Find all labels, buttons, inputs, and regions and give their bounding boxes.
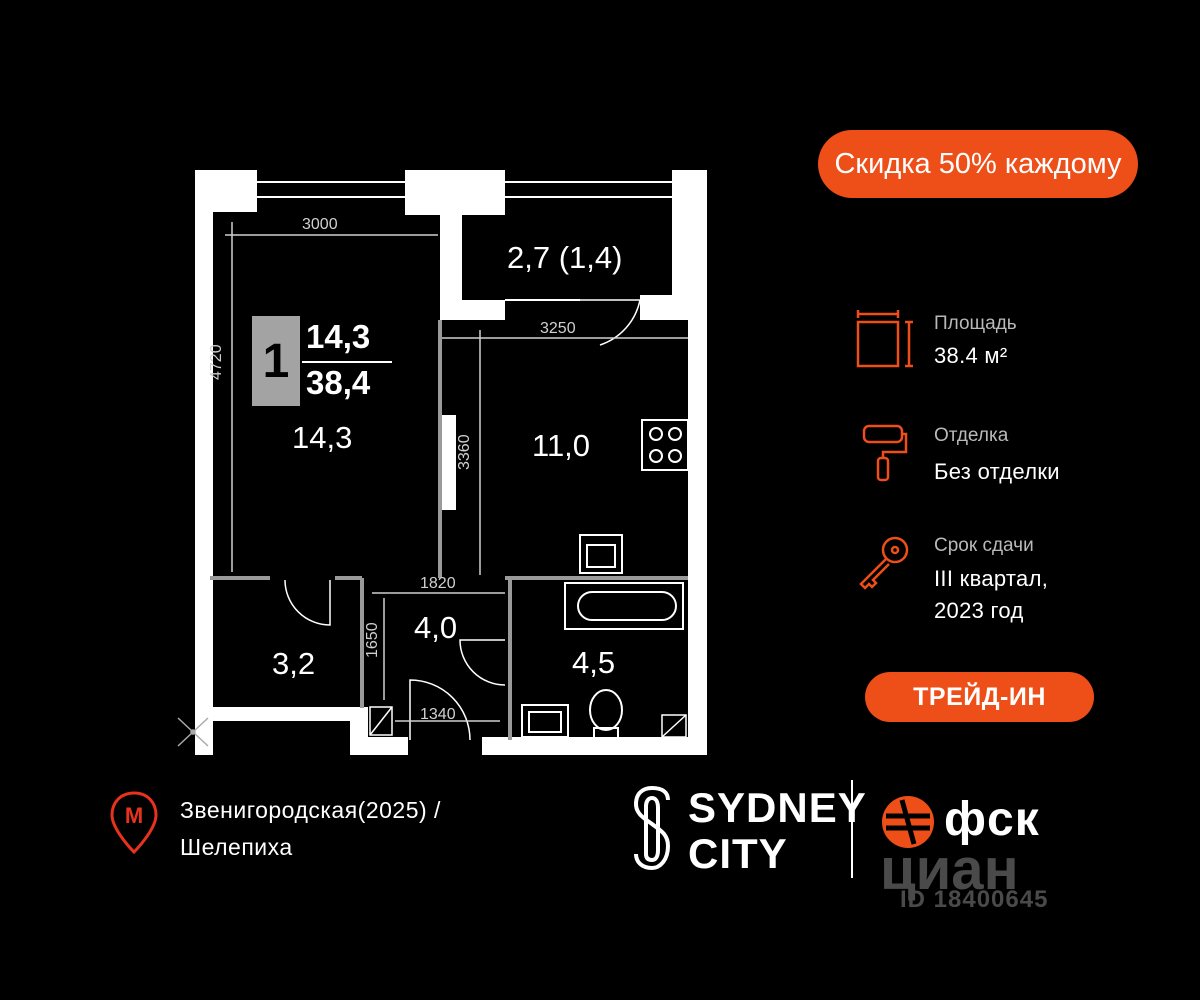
svg-text:М: М [125,803,143,828]
watermark-site: циан [880,837,1019,902]
room-living-area: 14,3 [292,420,353,455]
toilet-icon [589,689,623,739]
floor-area-icon [856,310,913,368]
sydney-city-logo-icon [633,785,671,871]
stove-icon [641,419,689,471]
area-label: Площадь [934,313,1017,334]
badge-divider [302,361,392,363]
bathtub-icon [564,582,684,630]
bathroom-sink-icon [521,704,569,738]
room-bathroom-area: 4,5 [572,645,616,680]
room-kitchen-area: 11,0 [532,428,591,463]
metro-line2: Шелепиха [180,834,293,860]
finish-label: Отделка [934,425,1009,446]
dimension-lines [225,222,688,722]
walls [195,170,707,755]
doors [284,299,641,741]
metro-pin-icon: М [110,791,158,855]
badge-total-area: 38,4 [306,364,371,401]
room-balcony-area: 2,7 (1,4) [507,240,623,275]
fsk-logo-icon [882,796,934,848]
dim-hall-length: 1650 [364,622,381,658]
delivery-value-line2: 2023 год [934,598,1024,623]
dim-entry-width: 1340 [420,706,456,723]
windows [257,181,672,301]
compass-icon [177,717,209,747]
trade-in-button[interactable]: ТРЕЙД-ИН [865,672,1094,722]
metro-line1: Звенигородская(2025) / [180,797,441,823]
room-hall-area: 4,0 [414,610,458,645]
dim-hall-width: 1820 [420,575,456,592]
kitchen-sink-icon [579,534,623,574]
project-name-line1: SYDNEY [688,784,867,831]
paint-roller-icon [862,424,908,482]
dim-kitchen-width: 3250 [540,320,576,337]
discount-button[interactable]: Скидка 50% каждому [818,130,1138,198]
shaft-icons [369,706,687,738]
area-value: 38.4 м² [934,343,1008,368]
room-storage-area: 3,2 [272,646,316,681]
project-name-line2: CITY [688,830,788,877]
dim-living-width: 3000 [302,216,338,233]
apartment-badge: 1 14,3 38,4 [252,316,400,406]
interior-walls [210,320,688,740]
metro-stations: Звенигородская(2025) / Шелепиха [180,792,441,866]
dim-kitchen-length: 3360 [456,434,473,470]
watermark-id: ID 18400645 [900,886,1049,913]
developer-name: фск [944,793,1040,846]
delivery-label: Срок сдачи [934,535,1034,556]
delivery-value-line1: III квартал, [934,566,1049,591]
badge-living-area: 14,3 [306,318,371,355]
finish-value: Без отделки [934,459,1060,484]
key-icon [859,536,909,590]
dim-living-length: 4720 [208,344,225,380]
brand-divider [851,780,853,878]
rooms-count: 1 [252,316,300,406]
